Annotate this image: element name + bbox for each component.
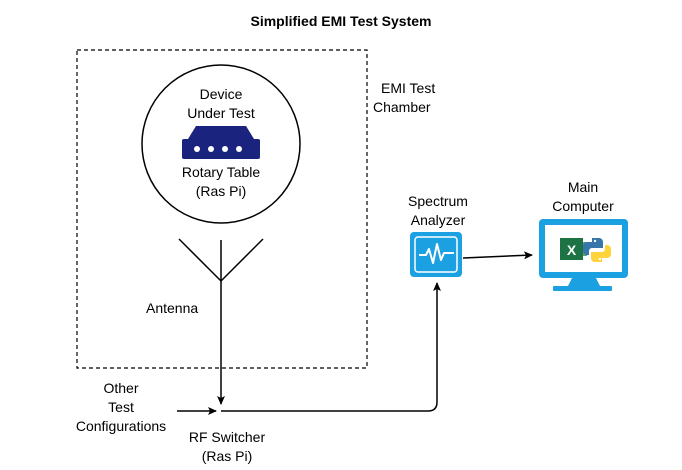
device-under-test-icon — [182, 126, 260, 159]
antenna-icon — [178, 238, 264, 282]
main-computer-label: Main Computer — [533, 178, 633, 216]
emi-chamber-boundary — [76, 49, 368, 369]
analyzer-to-computer-line — [462, 251, 533, 260]
spectrum-analyzer-icon — [410, 232, 462, 277]
dut-label-line2: Under Test — [187, 105, 255, 121]
spectrum-analyzer-label: Spectrum Analyzer — [390, 192, 486, 230]
rotary-label-line1: Rotary Table — [181, 164, 261, 180]
computer-label-line2: Computer — [552, 198, 614, 214]
chamber-label: EMI Test Chamber — [373, 79, 463, 117]
rf-switcher-label: RF Switcher (Ras Pi) — [172, 428, 282, 466]
other-label-line2: Test — [108, 399, 134, 415]
computer-label-line1: Main — [567, 179, 599, 195]
python-icon — [583, 238, 611, 262]
device-under-test-label: Device Under Test — [171, 85, 271, 123]
diagram-title: Simplified EMI Test System — [250, 13, 432, 29]
spectrum-label-line2: Analyzer — [410, 212, 466, 228]
rotary-label-line2: (Ras Pi) — [195, 183, 247, 199]
other-label-line1: Other — [103, 380, 139, 396]
excel-icon: X — [560, 238, 587, 260]
spectrum-label-line1: Spectrum — [408, 193, 468, 209]
other-label-line3: Configurations — [75, 418, 167, 434]
chamber-label-line1: EMI Test — [381, 80, 436, 96]
chamber-label-line2: Chamber — [373, 99, 431, 115]
dut-label-line1: Device — [199, 86, 243, 102]
switcher-to-analyzer-line — [221, 282, 441, 412]
svg-text:X: X — [567, 242, 577, 258]
switcher-label-line1: RF Switcher — [188, 429, 266, 445]
switcher-label-line2: (Ras Pi) — [201, 448, 253, 464]
rotary-table-label: Rotary Table (Ras Pi) — [166, 163, 276, 201]
antenna-label: Antenna — [146, 300, 199, 316]
other-configurations-label: Other Test Configurations — [62, 379, 180, 436]
